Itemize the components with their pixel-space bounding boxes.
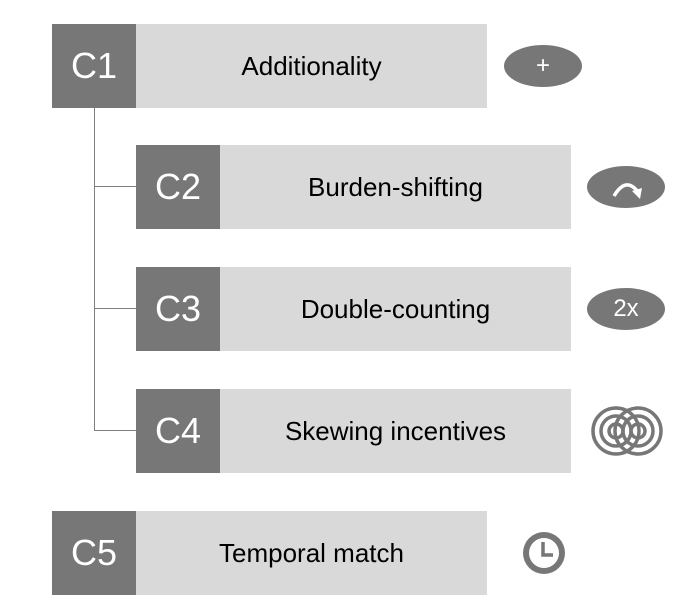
item-c2: C2 Burden-shifting [136,145,571,229]
clock-icon [523,532,565,574]
connector-c2 [94,186,136,187]
plus-icon: + [504,45,582,87]
item-label: Temporal match [136,511,487,595]
connector-vertical [94,106,95,430]
item-label: Skewing incentives [220,389,571,473]
connector-c3 [94,308,136,309]
item-c1: C1 Additionality [52,24,487,108]
item-c5: C5 Temporal match [52,511,487,595]
connector-c4 [94,430,136,431]
item-label: Burden-shifting [220,145,571,229]
double-icon-text: 2x [613,295,639,322]
item-code: C1 [52,24,136,108]
item-code: C2 [136,145,220,229]
item-label: Double-counting [220,267,571,351]
overlapping-circles-icon [591,406,663,456]
plus-icon-text: + [535,52,550,79]
item-c3: C3 Double-counting [136,267,571,351]
curved-arrow-icon [587,166,665,208]
item-code: C5 [52,511,136,595]
item-c4: C4 Skewing incentives [136,389,571,473]
double-icon: 2x [587,288,665,330]
curved-arrow-svg [612,183,642,199]
item-code: C3 [136,267,220,351]
item-code: C4 [136,389,220,473]
item-label: Additionality [136,24,487,108]
